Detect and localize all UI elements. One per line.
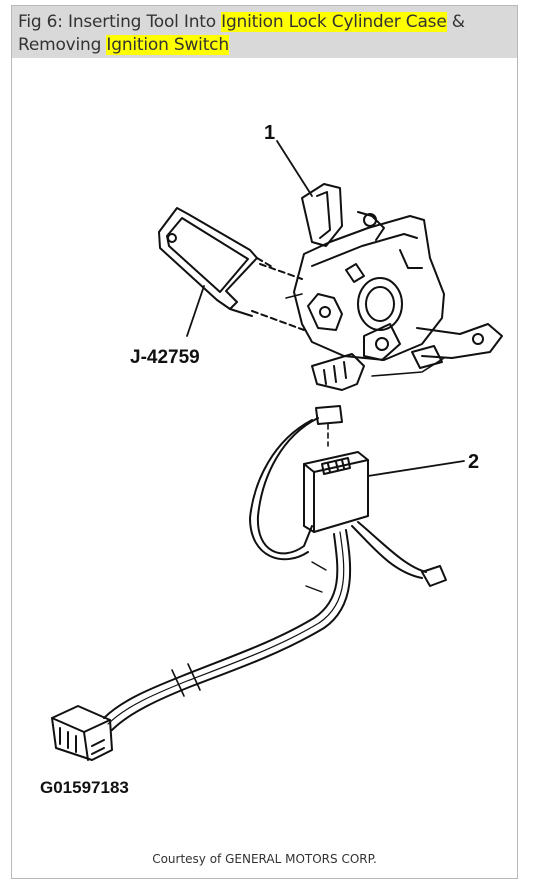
caption-part-2: & Removing <box>18 12 465 55</box>
exploded-view-diagram: 1 2 J-42759 G01597183 <box>40 122 503 797</box>
highlight-lock-cylinder-case: Ignition Lock Cylinder Case <box>221 12 447 32</box>
figure-id: G01597183 <box>40 778 129 797</box>
tool-j42759-drawing <box>158 207 305 331</box>
switch-connector-drawing <box>315 405 343 447</box>
caption-bar: Fig 6: Inserting Tool Into Ignition Lock… <box>12 6 517 58</box>
figure-frame: Fig 6: Inserting Tool Into Ignition Lock… <box>11 5 518 879</box>
ignition-switch-drawing <box>303 451 369 533</box>
callout-1: 1 <box>264 122 275 144</box>
caption-part-1: Fig 6: Inserting Tool Into <box>18 12 222 32</box>
wire-harness-drawing <box>51 417 447 761</box>
source-credit: Courtesy of GENERAL MOTORS CORP. <box>152 852 377 866</box>
callout-2: 2 <box>468 451 479 473</box>
tool-label: J-42759 <box>130 347 200 368</box>
figure-caption: Fig 6: Inserting Tool Into Ignition Lock… <box>18 11 513 57</box>
lock-cylinder-case-drawing <box>285 183 503 391</box>
highlight-ignition-switch: Ignition Switch <box>106 35 229 55</box>
